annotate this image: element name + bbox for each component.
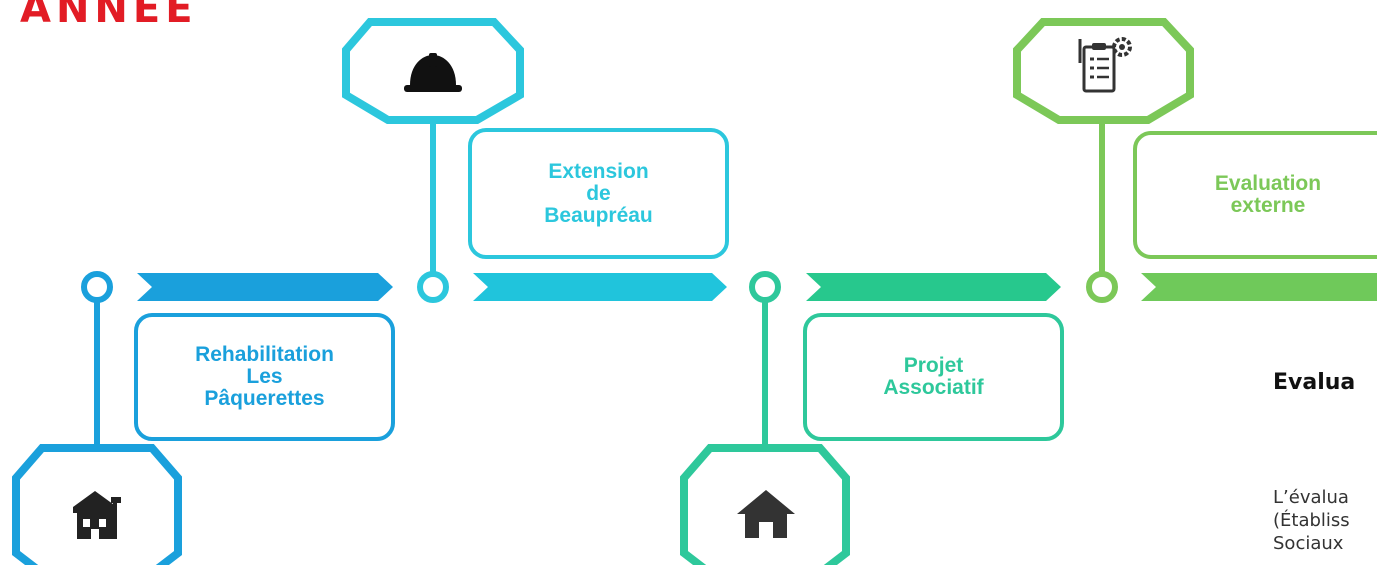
milestone-box-evaluation-externe: Evaluation externe: [1133, 131, 1377, 259]
section-heading: Evalua: [1273, 370, 1356, 395]
hard-hat-icon: [385, 40, 480, 105]
milestone-box-projet-associatif: Projet Associatif: [803, 313, 1064, 441]
house-renovation-icon: [52, 478, 142, 548]
timeline-arrow-2: [473, 273, 727, 301]
section-body-text: L’évalua (Établiss Sociaux: [1273, 487, 1350, 554]
checklist-gear-icon: [1062, 30, 1146, 100]
timeline-arrow-4: [1141, 273, 1377, 301]
milestone-box-extension: Extension de Beaupréau: [468, 128, 729, 259]
timeline-arrow-1: [137, 273, 393, 301]
milestone-box-rehabilitation: Rehabilitation Les Pâquerettes: [134, 313, 395, 441]
connector-4: [1013, 18, 1194, 303]
home-icon: [718, 478, 813, 550]
timeline-arrow-3: [806, 273, 1061, 301]
page-title: ANNEE: [20, 0, 198, 32]
